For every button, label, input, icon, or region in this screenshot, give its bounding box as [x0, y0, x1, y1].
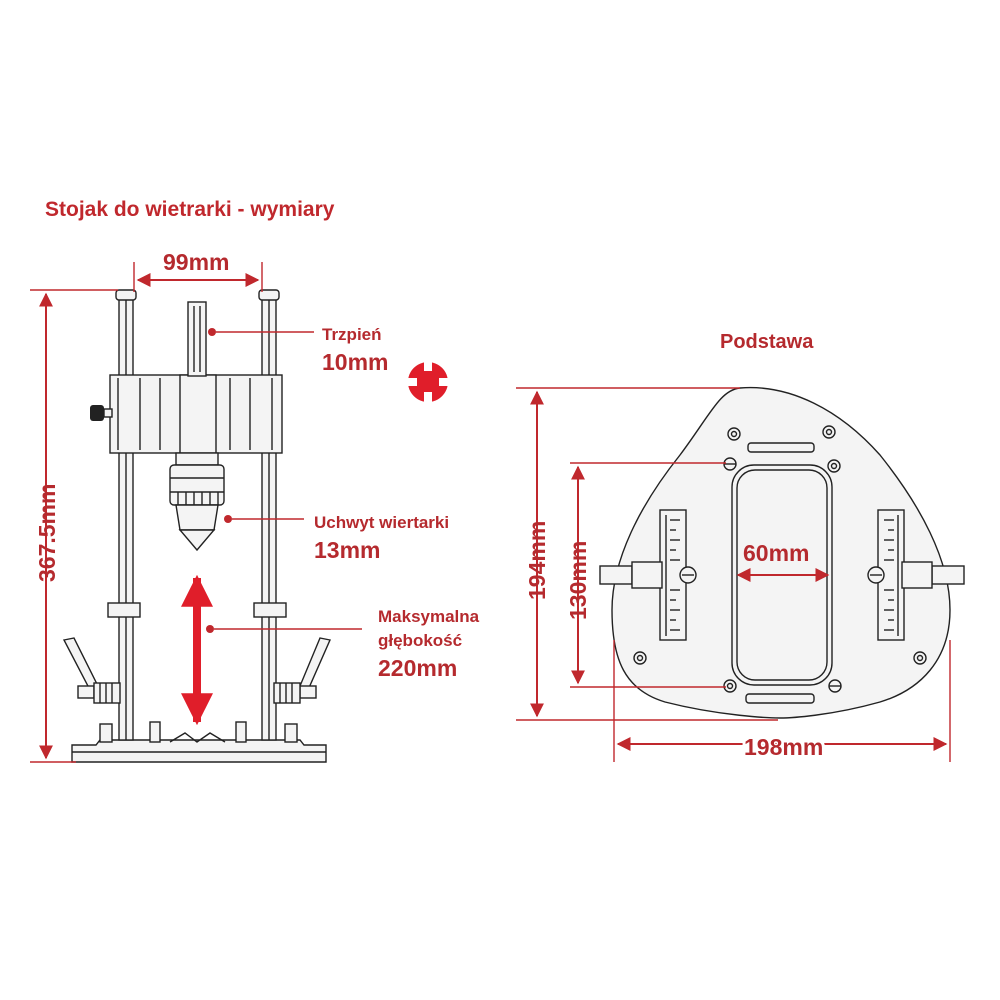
slot-width-label: 60mm	[743, 540, 809, 566]
chuck-value: 13mm	[314, 537, 380, 563]
shank-value: 10mm	[322, 349, 388, 375]
page-title: Stojak do wietrarki - wymiary	[45, 198, 335, 221]
stand-dimensions: 99mm 367.5mm Trzpień 10mm Uchwyt wiertar…	[30, 249, 480, 763]
shank-name: Trzpień	[322, 325, 382, 344]
base-width-label: 198mm	[744, 734, 823, 760]
base-dimensions: 194mm 130mm 60mm 198mm	[516, 387, 951, 763]
depth-name-line1: Maksymalna	[378, 607, 480, 626]
base-title: Podstawa	[720, 331, 814, 353]
base-inner-height-label: 130mm	[565, 541, 591, 620]
shank-cross-section-icon	[406, 360, 450, 404]
base-height-label: 194mm	[524, 521, 550, 600]
stand-width-label: 99mm	[163, 249, 229, 275]
depth-name-line2: głębokość	[378, 631, 462, 650]
drill-stand-drawing	[62, 289, 331, 763]
stand-height-label: 367.5mm	[34, 484, 60, 582]
chuck-name: Uchwyt wiertarki	[314, 513, 449, 532]
depth-value: 220mm	[378, 655, 457, 681]
